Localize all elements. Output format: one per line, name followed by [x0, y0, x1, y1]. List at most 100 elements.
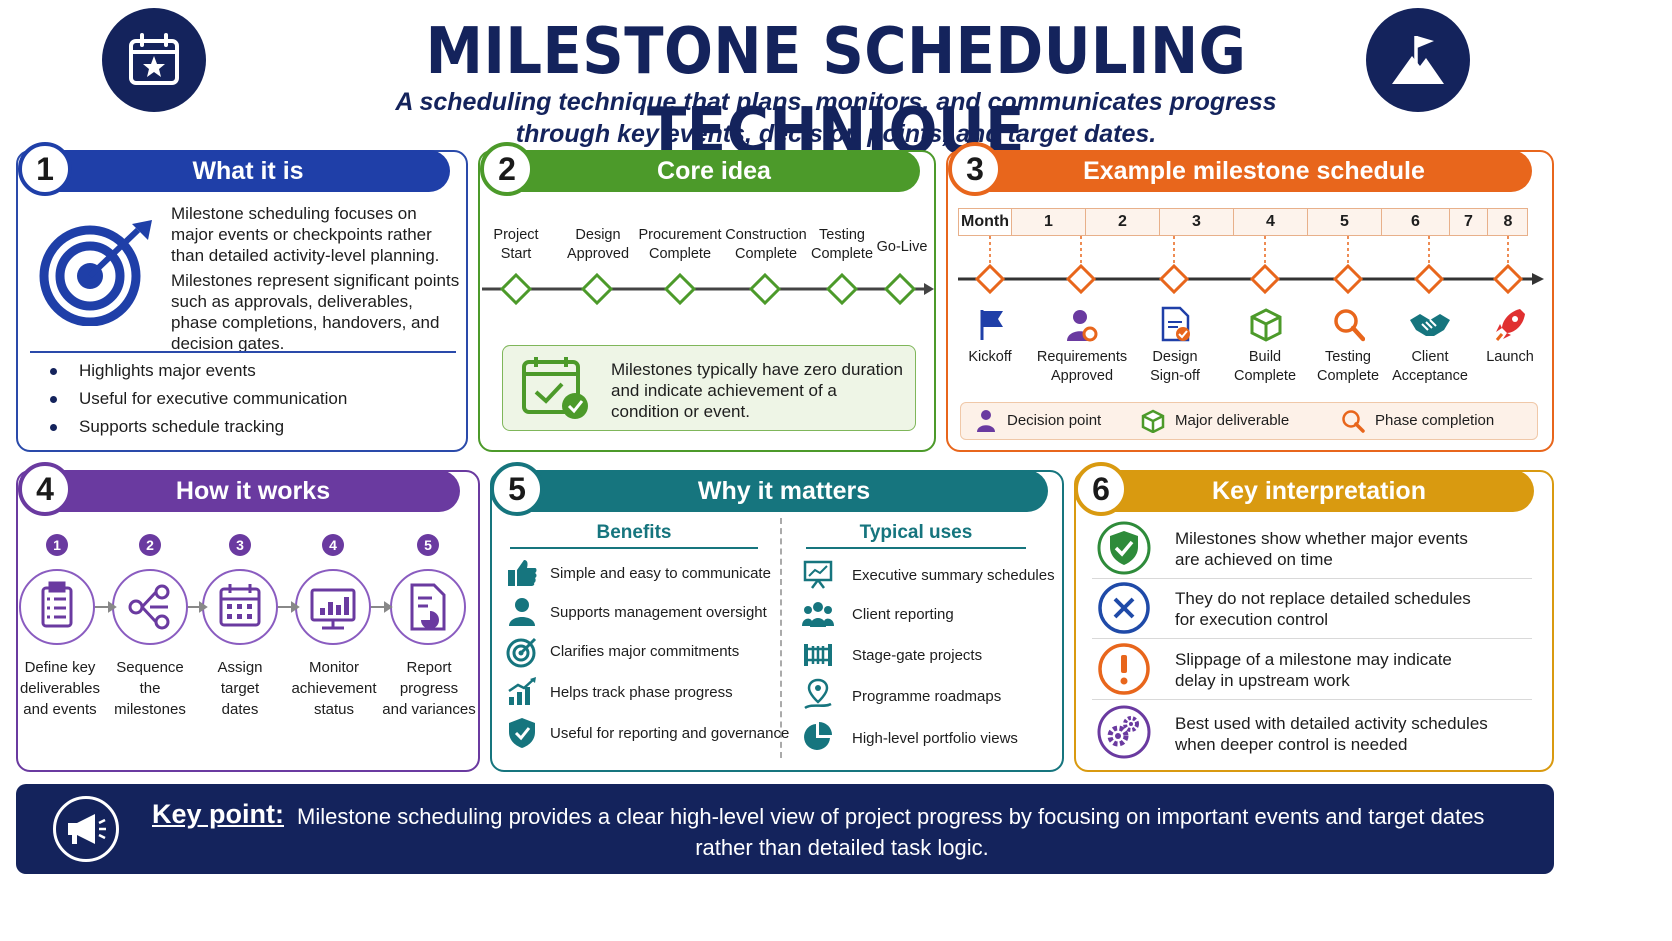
alert-circle-icon	[1098, 643, 1150, 695]
key-point-label: Key point:	[152, 799, 284, 829]
svg-text:1: 1	[53, 537, 61, 553]
month-cell: 5	[1308, 208, 1382, 236]
core-note-text: Milestones typically have zero duration …	[611, 360, 903, 421]
months: 1 2 3 4 5 6 7 8	[1012, 208, 1528, 236]
subtitle-line-2: through key events, decision points, and…	[515, 120, 1157, 148]
monitor-chart-icon	[310, 588, 356, 630]
month-cell: 3	[1160, 208, 1234, 236]
month-cell: 8	[1503, 213, 1513, 230]
core-timeline	[482, 272, 934, 306]
panel-key-interpretation	[1074, 470, 1554, 772]
use-item: Programme roadmaps	[852, 688, 1002, 705]
megaphone-icon	[53, 796, 119, 862]
benefit-item: Supports management oversight	[550, 604, 767, 621]
key-point-banner	[16, 784, 1554, 874]
row-divider	[1092, 638, 1532, 639]
panel-4-header: How it works	[46, 470, 460, 512]
monitor-bars	[320, 597, 349, 615]
panel-5-header: Why it matters	[520, 470, 1048, 512]
svg-text:2: 2	[146, 537, 154, 553]
panel-5-number: 5	[490, 462, 544, 516]
schedule-diamond	[1249, 263, 1281, 295]
svg-text:3: 3	[236, 537, 244, 553]
panel-1-header: What it is	[46, 150, 450, 192]
legend-label: Phase completion	[1375, 412, 1495, 429]
key-point-line-1: Milestone scheduling provides a clear hi…	[297, 804, 1485, 829]
month-cell: 7	[1450, 208, 1488, 236]
checklist-icon	[41, 581, 73, 628]
mountain-flag-icon	[1366, 8, 1470, 112]
bullet-item: Supports schedule tracking	[50, 413, 347, 441]
legend-label: Major deliverable	[1175, 412, 1290, 429]
milestone-diamond	[580, 272, 614, 306]
svg-text:4: 4	[329, 537, 337, 553]
report-pie	[421, 611, 439, 629]
use-item: High-level portfolio views	[852, 730, 1018, 747]
step-number-circle	[417, 534, 439, 556]
panel-1-para-2: Milestones represent significant points …	[171, 271, 460, 353]
panel-6-number: 6	[1074, 462, 1128, 516]
growth-chart-icon	[508, 677, 536, 705]
page-subtitle: A scheduling technique that plans, monit…	[330, 86, 1342, 150]
panel-3-number: 3	[948, 142, 1002, 196]
benefit-item: Simple and easy to communicate	[550, 565, 771, 582]
core-milestone-label: Go-Live	[876, 239, 928, 255]
panel-what-it-is	[16, 150, 468, 452]
row-divider	[1092, 578, 1532, 579]
schedule-timeline	[958, 236, 1544, 295]
schedule-diamond	[1065, 263, 1097, 295]
step-number-circle	[229, 534, 251, 556]
panel-1-divider	[30, 351, 456, 353]
use-item: Client reporting	[852, 606, 954, 623]
month-cell: 2	[1086, 208, 1160, 236]
panel-3-header: Example milestone schedule	[976, 150, 1532, 192]
schedule-diamond	[1413, 263, 1445, 295]
box-icon	[1141, 409, 1165, 433]
schedule-diamond	[974, 263, 1006, 295]
legend-label: Decision point	[1007, 412, 1102, 429]
flag-icon	[980, 310, 1003, 340]
box-icon	[1250, 308, 1282, 342]
schedule-diamond	[1332, 263, 1364, 295]
month-cell: 4	[1234, 208, 1308, 236]
check-shield-icon	[1097, 521, 1151, 575]
group-icon	[802, 602, 834, 627]
magnifier-icon	[1342, 410, 1365, 433]
schedule-diamond	[1158, 263, 1190, 295]
person-gear-icon	[1067, 310, 1098, 342]
subtitle-line-1: A scheduling technique that plans, monit…	[395, 88, 1277, 116]
panel-4-number: 4	[18, 462, 72, 516]
milestone-diamond	[663, 272, 697, 306]
schedule-milestone-label: Kickoff	[968, 349, 1012, 365]
svg-text:5: 5	[424, 537, 432, 553]
panel-6-header: Key interpretation	[1104, 470, 1534, 512]
month-header-row	[958, 208, 1528, 236]
panel-2-header: Core idea	[508, 150, 920, 192]
calendar-star-icon	[102, 8, 206, 112]
calendar-check-icon	[520, 354, 592, 427]
presentation-icon	[803, 560, 833, 589]
shield-check-icon	[509, 718, 535, 748]
report-icon	[410, 583, 446, 631]
step-number-circle	[139, 534, 161, 556]
person-gear-icon	[977, 410, 995, 432]
use-item: Executive summary schedules	[852, 567, 1055, 584]
document-check-icon	[1161, 306, 1190, 342]
target-arrow-icon	[38, 216, 156, 331]
panel-2-number: 2	[480, 142, 534, 196]
column-divider	[780, 518, 782, 758]
gate-icon	[804, 644, 832, 666]
key-point-line-2: rather than detailed task logic.	[695, 835, 989, 860]
row-divider	[1092, 699, 1532, 700]
milestone-diamond	[748, 272, 782, 306]
